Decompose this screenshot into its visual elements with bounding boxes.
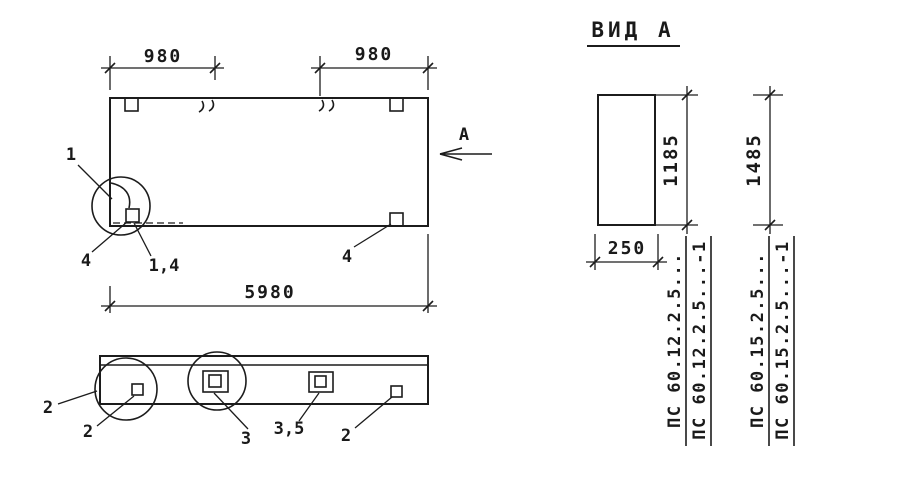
opening-frame-2 <box>308 371 334 393</box>
detail-cut-curve <box>110 182 131 209</box>
plan-view <box>91 97 429 236</box>
opening-insert-2 <box>314 375 327 388</box>
leader-1 <box>77 164 113 200</box>
elevation-callouts: 2 2 3 3,5 2 <box>43 390 393 449</box>
leader-1-4 <box>133 222 152 257</box>
callout-3-label: 3 <box>241 429 251 449</box>
elevation-outline <box>99 355 429 405</box>
callout-1-label: 1 <box>66 145 76 165</box>
panel-outline <box>109 97 429 227</box>
dim-1485-label: 1485 <box>743 133 765 187</box>
callout-4-right-label: 4 <box>342 247 352 267</box>
leader-3-5 <box>298 392 320 422</box>
embed-plate-right <box>390 385 403 398</box>
arrow-head <box>439 147 463 161</box>
mark-ps-60-15: ПС 60.15.2.5... <box>748 252 768 428</box>
detail-circle-elevation-mid <box>187 351 247 411</box>
section-outline <box>597 94 656 226</box>
lifting-loop-bottom-left <box>125 208 140 223</box>
variant-2: 1485 ПС 60.15.2.5... ПС 60.15.2.5...-1 <box>743 86 795 446</box>
variant-1: 1185 ПС 60.12.2.5... ПС 60.12.2.5...-1 <box>656 86 712 446</box>
dim-1185-label: 1185 <box>660 133 682 187</box>
callout-3-5-label: 3,5 <box>274 419 305 439</box>
mark-ps-60-12: ПС 60.12.2.5... <box>665 252 685 428</box>
leader-3 <box>213 392 249 430</box>
lifting-loop-top-right <box>389 97 404 112</box>
mark-ps-60-12-1: ПС 60.12.2.5...-1 <box>690 240 710 440</box>
detail-circle-elevation-left <box>94 357 158 421</box>
callout-4-left-label: 4 <box>81 251 91 271</box>
dim-980-left-label: 980 <box>144 46 183 67</box>
view-arrow-label: А <box>459 125 469 145</box>
dim-250-label: 250 <box>608 238 647 259</box>
view-a-section: ВИД А 250 1185 ПС 60.12.2.5... ПС 60.12.… <box>586 18 795 446</box>
view-direction-arrow: А <box>439 125 492 161</box>
lifting-loop-top-left <box>124 97 139 112</box>
callout-2-right-label: 2 <box>341 426 351 446</box>
leader-2-mid <box>96 395 135 427</box>
lifting-loop-bottom-right <box>389 212 404 227</box>
view-a-title: ВИД А <box>591 18 674 42</box>
plan-callouts: 1 4 1,4 4 <box>66 145 392 276</box>
dim-250: 250 <box>586 234 667 270</box>
opening-frame-1 <box>202 370 229 393</box>
leader-4-right <box>353 223 392 248</box>
callout-2-mid-label: 2 <box>83 422 93 442</box>
dim-980-right-label: 980 <box>355 44 394 65</box>
mark-ps-60-15-1: ПС 60.15.2.5...-1 <box>773 240 793 440</box>
callout-2-left-label: 2 <box>43 398 53 418</box>
loop-hidden-marks <box>198 99 335 113</box>
leader-4-left <box>91 221 128 253</box>
extension-lines <box>109 56 429 313</box>
detail-circle-plan <box>91 176 151 236</box>
dim-ticks <box>104 62 434 312</box>
callout-1-4-label: 1,4 <box>149 256 180 276</box>
plan-dimensions: 980 980 5980 <box>101 44 437 313</box>
leader-2-left <box>57 390 98 405</box>
dim-5980-label: 5980 <box>244 282 295 303</box>
leader-2-right <box>354 396 393 429</box>
embed-plate-left <box>131 383 144 396</box>
elevation-view <box>94 351 429 421</box>
opening-insert-1 <box>208 374 222 388</box>
